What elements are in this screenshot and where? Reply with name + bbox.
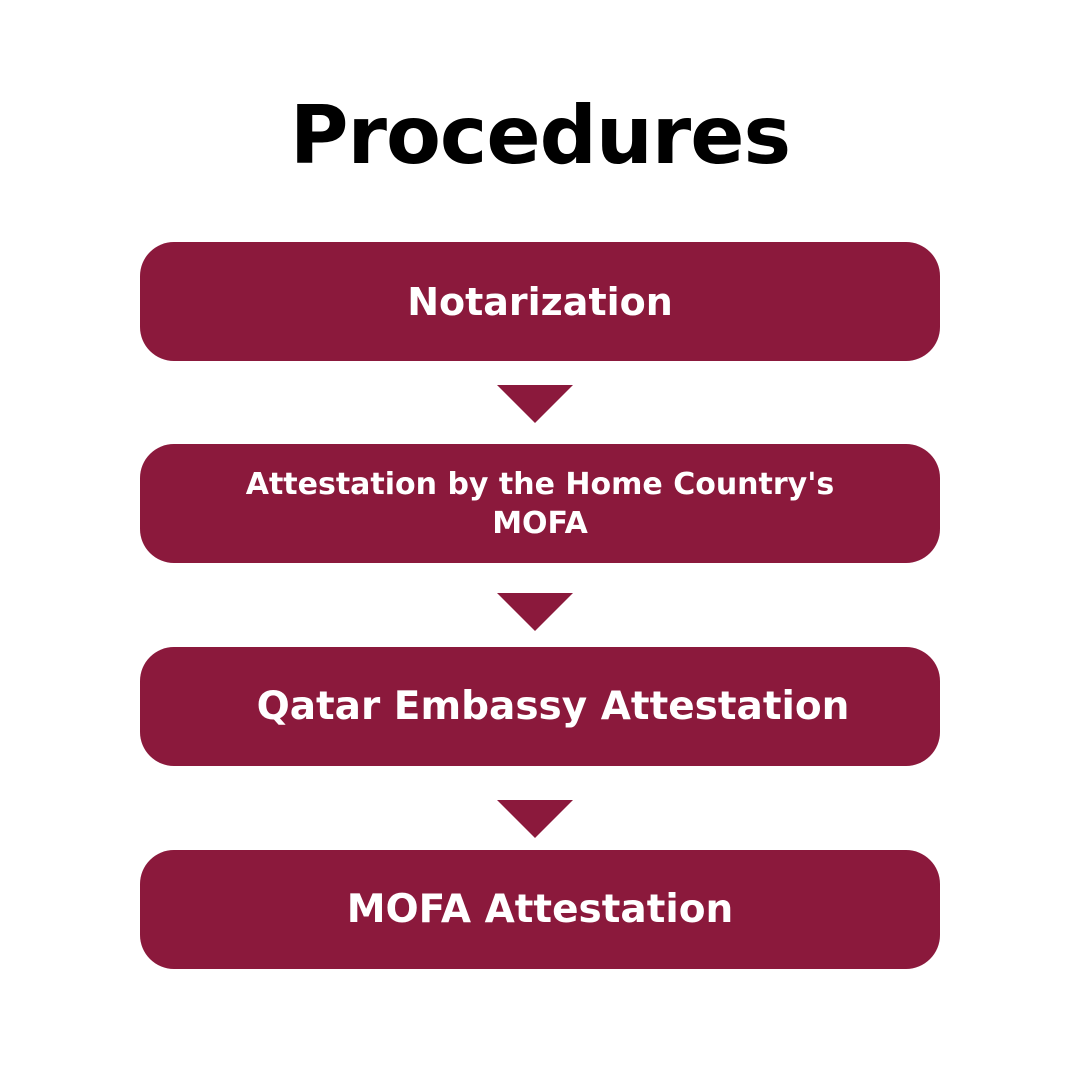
down-arrow-icon xyxy=(497,800,573,838)
step-mofa-attestation: MOFA Attestation xyxy=(140,850,940,969)
step-label: Attestation by the Home Country's MOFA xyxy=(245,466,835,541)
page-title: Procedures xyxy=(289,89,791,182)
step-qatar-embassy: Qatar Embassy Attestation xyxy=(140,647,940,766)
step-label: Qatar Embassy Attestation xyxy=(256,684,850,729)
step-label: Notarization xyxy=(407,279,673,324)
down-arrow-icon xyxy=(497,385,573,423)
step-label: MOFA Attestation xyxy=(346,887,734,932)
down-arrow-icon xyxy=(497,593,573,631)
step-notarization: Notarization xyxy=(140,242,940,361)
step-home-country-mofa: Attestation by the Home Country's MOFA xyxy=(140,444,940,563)
